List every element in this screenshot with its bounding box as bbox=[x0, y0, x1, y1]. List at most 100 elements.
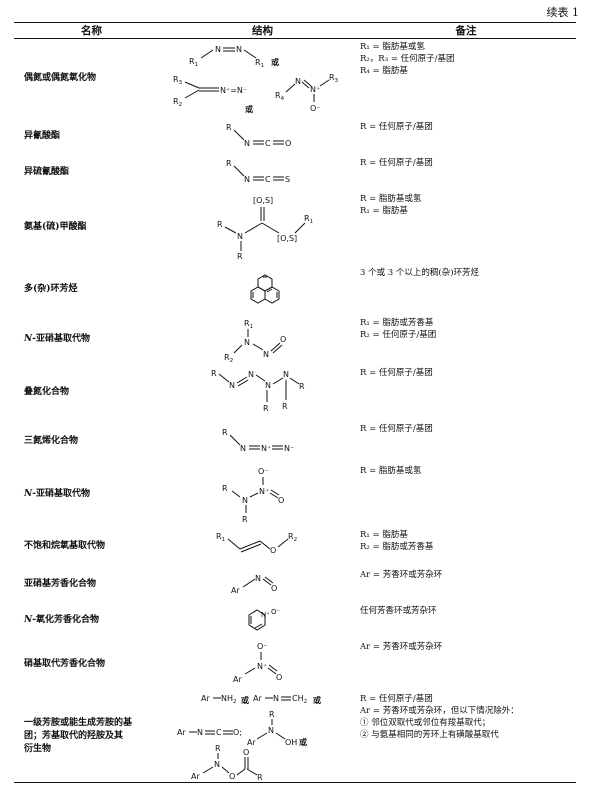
svg-text:N: N bbox=[268, 726, 274, 735]
name-line: 团；芳基取代的羟胺及其 bbox=[24, 730, 124, 741]
row-name: 叠氮化合物 bbox=[24, 387, 70, 397]
svg-text:R: R bbox=[215, 744, 221, 753]
row-notes: R₁ = 脂肪基或氢 R₂，R₃ = 任何原子/基团 R₄ = 脂肪基 bbox=[356, 39, 576, 119]
svg-text:或: 或 bbox=[313, 695, 321, 705]
row-name: 异氰酸酯 bbox=[24, 131, 61, 141]
row-notes: 3 个或 3 个以上的稠(杂)环芳烃 bbox=[356, 265, 576, 315]
row-name: 偶氮或偶氮氧化物 bbox=[24, 73, 97, 84]
svg-text:O: O bbox=[243, 748, 249, 757]
svg-text:N⁺: N⁺ bbox=[261, 611, 270, 619]
structure-pah bbox=[169, 265, 356, 315]
svg-text:Ar: Ar bbox=[247, 738, 256, 747]
table-row: N-亚硝基取代物 R1 N R2 N O R₁ = 脂肪或芳香基 R₂ = 任何… bbox=[14, 315, 576, 365]
svg-text:N⁺: N⁺ bbox=[259, 487, 269, 496]
svg-text:O: O bbox=[271, 584, 277, 593]
svg-text:R2: R2 bbox=[224, 353, 233, 364]
svg-text:OH: OH bbox=[285, 738, 297, 747]
svg-text:或: 或 bbox=[299, 737, 307, 747]
svg-text:[O,S]: [O,S] bbox=[253, 196, 273, 205]
row-notes: Ar = 芳香环或芳杂环 bbox=[356, 639, 576, 691]
svg-text:N: N bbox=[240, 444, 246, 453]
svg-text:N: N bbox=[244, 175, 250, 184]
svg-text:或: 或 bbox=[241, 695, 249, 705]
svg-text:O⁻: O⁻ bbox=[258, 467, 269, 476]
svg-text:N: N bbox=[236, 45, 242, 54]
row-name: N-亚硝基取代物 bbox=[14, 463, 169, 527]
svg-text:R: R bbox=[242, 515, 248, 524]
note-line: R = 任何原子/基团 bbox=[360, 121, 433, 132]
structure-azo: R1 N N R1 或 R3 N⁺=N⁻ R2 或 R4 bbox=[169, 39, 356, 119]
header-notes: 备注 bbox=[356, 22, 576, 39]
svg-text:R1: R1 bbox=[216, 532, 225, 543]
structure-nitramine: O⁻ N⁺ O N R R bbox=[169, 463, 356, 527]
svg-text:N⁺: N⁺ bbox=[261, 444, 271, 453]
note-line: R = 任何原子/基团 bbox=[360, 157, 433, 168]
svg-text:R1: R1 bbox=[304, 214, 313, 225]
svg-text:R1: R1 bbox=[244, 319, 253, 330]
structure-carbamate: [O,S] N R R [O,S] R1 bbox=[169, 191, 356, 265]
row-name: 异硫氰酸酯 bbox=[24, 167, 70, 177]
structure-triazene: R N N N R N R R bbox=[169, 365, 356, 421]
name-line: 衍生物 bbox=[24, 743, 52, 754]
svg-text:N: N bbox=[244, 338, 250, 347]
svg-text:C: C bbox=[265, 139, 271, 148]
table-row: 不饱和烷氧基取代物 R1 O R2 R₁ = 脂肪基 R₂ = 脂肪或芳香基 bbox=[14, 527, 576, 567]
structure-isothiocyanate: R N C S bbox=[169, 155, 356, 191]
svg-text:Ar: Ar bbox=[191, 772, 200, 781]
svg-text:O: O bbox=[270, 546, 276, 555]
chemical-alert-table: 名称 结构 备注 偶氮或偶氮氧化物 R1 N N R1 或 R3 bbox=[14, 22, 576, 783]
svg-text:R: R bbox=[269, 710, 275, 719]
svg-text:R: R bbox=[226, 123, 232, 132]
svg-text:NH2: NH2 bbox=[221, 694, 237, 705]
svg-text:N⁺=N⁻: N⁺=N⁻ bbox=[220, 86, 247, 95]
note-line: ② 与氨基相同的芳环上有磺酸基取代 bbox=[360, 729, 499, 740]
svg-text:N⁻: N⁻ bbox=[284, 444, 294, 453]
row-notes: R = 脂肪基或氢 bbox=[356, 463, 576, 527]
structure-enolether: R1 O R2 bbox=[169, 527, 356, 567]
row-name: N-亚硝基取代物 bbox=[14, 315, 169, 365]
note-line: 3 个或 3 个以上的稠(杂)环芳烃 bbox=[360, 267, 480, 278]
name-text: 氧化芳香化合物 bbox=[35, 615, 99, 625]
svg-text:R2: R2 bbox=[173, 97, 182, 108]
row-notes: R₁ = 脂肪基 R₂ = 脂肪或芳香基 bbox=[356, 527, 576, 567]
svg-text:N⁺: N⁺ bbox=[310, 85, 320, 94]
svg-text:N: N bbox=[295, 77, 301, 86]
note-line: ① 邻位双取代或邻位有羧基取代； bbox=[360, 717, 491, 728]
row-name: 一级芳胺或能生成芳胺的基 团；芳基取代的羟胺及其 衍生物 bbox=[14, 690, 169, 783]
svg-text:O;: O; bbox=[233, 728, 242, 737]
svg-text:O⁻: O⁻ bbox=[257, 642, 268, 651]
table-row: 一级芳胺或能生成芳胺的基 团；芳基取代的羟胺及其 衍生物 Ar NH2 或 Ar… bbox=[14, 690, 576, 783]
svg-text:或: 或 bbox=[271, 57, 279, 67]
note-line: R = 任何原子/基团 bbox=[360, 693, 433, 704]
svg-text:R2: R2 bbox=[288, 532, 297, 543]
note-line: R₄ = 脂肪基 bbox=[360, 66, 408, 76]
svg-text:Ar: Ar bbox=[177, 728, 186, 737]
table-row: 叠氮化合物 R N N N R N R R bbox=[14, 365, 576, 421]
svg-text:N: N bbox=[248, 370, 254, 379]
svg-text:[O,S]: [O,S] bbox=[277, 234, 297, 243]
name-prefix: N- bbox=[24, 615, 36, 625]
svg-text:或: 或 bbox=[245, 104, 253, 114]
svg-text:R: R bbox=[211, 369, 217, 378]
note-line: R = 任何原子/基团 bbox=[360, 423, 433, 434]
svg-text:N: N bbox=[197, 728, 203, 737]
row-name: N-氧化芳香化合物 bbox=[14, 603, 169, 639]
structure-amine: Ar NH2 或 Ar N CH2 或 Ar N C O; bbox=[169, 690, 356, 783]
svg-text:R3: R3 bbox=[173, 75, 183, 86]
note-line: R₁ = 脂肪基 bbox=[360, 529, 408, 540]
name-text: 亚硝基取代物 bbox=[35, 334, 90, 344]
svg-text:O: O bbox=[229, 772, 235, 781]
note-line: Ar = 芳香环或芳杂环 bbox=[360, 569, 443, 580]
row-notes: R = 任何原子/基团 bbox=[356, 119, 576, 155]
svg-text:R: R bbox=[299, 382, 305, 391]
note-line: R₁ = 脂肪基或氢 bbox=[360, 42, 425, 52]
svg-text:R: R bbox=[226, 159, 232, 168]
svg-text:N: N bbox=[244, 139, 250, 148]
table-row: N-亚硝基取代物 O⁻ N⁺ O N R R R = 脂肪基或氢 bbox=[14, 463, 576, 527]
svg-text:N: N bbox=[283, 370, 289, 379]
svg-text:O: O bbox=[285, 139, 291, 148]
svg-text:R: R bbox=[222, 484, 228, 493]
row-notes: 任何芳香环或芳杂环 bbox=[356, 603, 576, 639]
note-line: R₂，R₃ = 任何原子/基团 bbox=[360, 54, 455, 64]
svg-text:C: C bbox=[265, 175, 271, 184]
